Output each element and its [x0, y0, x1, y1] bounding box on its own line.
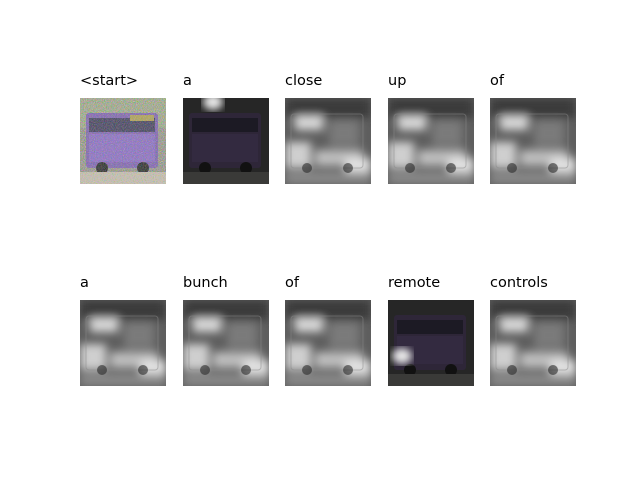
caption-word: a — [183, 73, 192, 89]
caption-panel: of — [490, 72, 576, 184]
caption-panel: a — [80, 274, 166, 386]
original-image — [80, 98, 166, 184]
attention-image — [285, 98, 371, 184]
caption-panel: close — [285, 72, 371, 184]
caption-panel: controls — [490, 274, 576, 386]
attention-map — [285, 98, 371, 184]
attention-image — [285, 300, 371, 386]
caption-word: controls — [490, 275, 548, 291]
attention-image — [183, 98, 269, 184]
caption-word: a — [80, 275, 89, 291]
caption-word: of — [285, 275, 299, 291]
caption-panel: of — [285, 274, 371, 386]
attention-map — [183, 98, 269, 184]
attention-image — [183, 300, 269, 386]
caption-panel: a — [183, 72, 269, 184]
attention-map — [388, 98, 474, 184]
attention-image — [490, 98, 576, 184]
caption-panel: <start> — [80, 72, 166, 184]
attention-map — [490, 98, 576, 184]
caption-panel: up — [388, 72, 474, 184]
caption-word: bunch — [183, 275, 228, 291]
caption-word: of — [490, 73, 504, 89]
attention-image — [80, 300, 166, 386]
attention-image — [388, 98, 474, 184]
caption-word: remote — [388, 275, 441, 291]
caption-word: up — [388, 73, 407, 89]
attention-map — [388, 300, 474, 386]
input-image — [80, 98, 166, 184]
attention-image — [388, 300, 474, 386]
caption-panel: remote — [388, 274, 474, 386]
attention-map — [80, 300, 166, 386]
caption-word: close — [285, 73, 323, 89]
attention-map — [490, 300, 576, 386]
attention-map — [183, 300, 269, 386]
attention-map — [285, 300, 371, 386]
caption-panel: bunch — [183, 274, 269, 386]
caption-word: <start> — [80, 73, 139, 89]
attention-image — [490, 300, 576, 386]
